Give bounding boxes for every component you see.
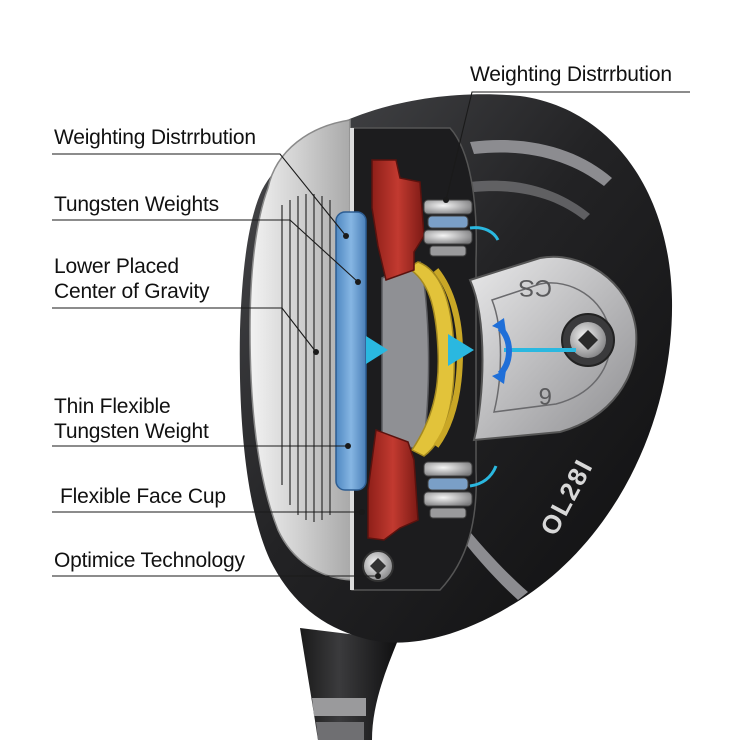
curved-cg-arrow [497,325,512,377]
hosel [300,628,398,740]
label-text: Tungsten Weights [54,193,219,216]
label-text: Weighting Distrrbution [54,126,256,149]
plate-badge-bottom: 6 [539,382,552,409]
label-text: Weighting Distrrbution [470,63,672,86]
label-text: Optimice Technology [54,549,245,572]
label-weighting-distribution-right: Weighting Distrrbution [470,62,672,87]
label-text: Flexible Face Cup [60,485,226,508]
leader-weighting-right [445,91,690,201]
label-flexible-face-cup: Flexible Face Cup [60,484,226,509]
callout-leader-lines [52,91,690,577]
upper-screw-stack [423,199,473,257]
crown-stripes [452,139,612,600]
label-weighting-distribution-left: Weighting Distrrbution [54,125,256,150]
callout-dots [313,197,449,579]
hosel-screw [362,550,394,582]
cg-arrows [316,226,576,488]
club-face [249,119,353,581]
label-line-1: Thin Flexible [54,395,171,418]
label-line-2: Tungsten Weight [54,420,209,443]
label-thin-flexible-tungsten-weight: Thin Flexible Tungsten Weight [54,394,209,444]
face-grooves [281,194,331,522]
leader-lower-cg [52,307,317,353]
red-upper-part [371,159,425,281]
plate-screw [561,313,615,367]
red-lower-part [367,428,419,541]
inner-disc [381,260,430,454]
leader-tungsten-weights [52,219,359,283]
arrow-lower-screw [469,465,498,488]
label-line-1: Lower Placed [54,255,179,278]
yellow-layer [406,261,455,457]
arrow-upper-screw [469,226,500,241]
label-lower-placed-cg: Lower Placed Center of Gravity [54,254,210,304]
lower-screw-stack [423,461,473,519]
plate-badge-top: CS [519,274,552,301]
arrow-face-head [366,336,388,364]
label-line-2: Center of Gravity [54,280,210,303]
label-tungsten-weights: Tungsten Weights [54,192,219,217]
arrow-disc-head [448,334,474,366]
leader-weighting-left [52,153,347,237]
label-optimice-technology: Optimice Technology [54,548,245,573]
